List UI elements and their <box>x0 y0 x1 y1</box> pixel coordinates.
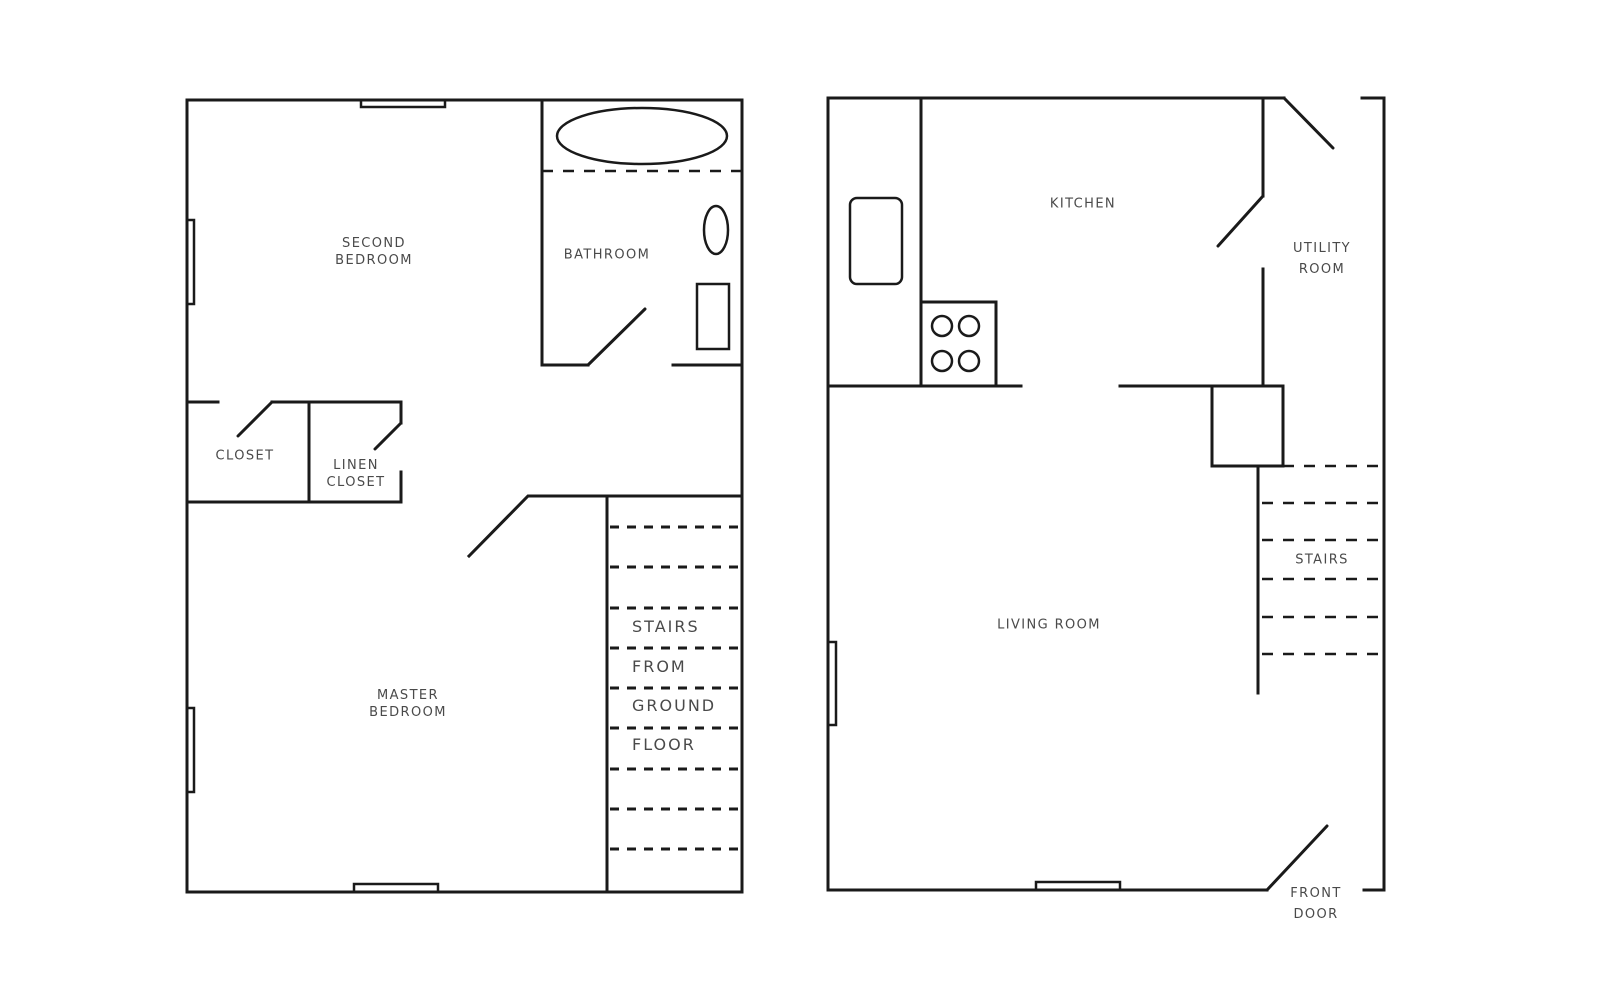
room-label-bathroom: BATHROOM <box>564 247 650 264</box>
utility-door-swing-icon <box>1282 96 1335 150</box>
label-line: LINEN <box>333 458 379 473</box>
label-line: LIVING ROOM <box>997 617 1101 633</box>
upper-floor-plan <box>185 98 744 894</box>
room-label-linen-closet: LINEN CLOSET <box>327 457 386 491</box>
room-label-second-bedroom: SECOND BEDROOM <box>335 235 413 269</box>
label-line: KITCHEN <box>1049 196 1117 212</box>
toilet-icon <box>695 282 731 351</box>
stairs-label-line-1: STAIRS <box>632 617 700 636</box>
window-left-upper-icon <box>185 218 196 306</box>
label-line: MASTER <box>377 688 439 703</box>
room-label-utility-room: UTILITY ROOM <box>1293 240 1351 278</box>
kitchen-sink-icon <box>848 196 904 286</box>
ground-floor-outer-wall-left <box>826 96 1286 892</box>
window-left-lower-icon <box>185 706 196 794</box>
label-line: FRONT <box>1290 886 1342 901</box>
label-line: DOOR <box>1293 907 1339 922</box>
closet-door-swing-icon <box>236 400 274 438</box>
window-bottom-icon <box>1034 880 1122 892</box>
window-top-icon <box>359 98 447 109</box>
label-line: SECOND <box>342 236 406 251</box>
hallway-walls <box>466 494 744 894</box>
front-door-swing-icon <box>1265 824 1329 892</box>
stairs-label-line-2: FROM <box>632 657 687 676</box>
stairs-label-line-4: FLOOR <box>632 735 696 754</box>
utility-door-swing-icon <box>1216 194 1265 248</box>
room-label-stairs: STAIRS <box>1295 552 1349 569</box>
ground-floor-outer-wall-right <box>1360 96 1386 892</box>
closet-walls <box>185 400 403 504</box>
room-label-master-bedroom: MASTER BEDROOM <box>369 687 447 721</box>
stove-icon <box>919 300 998 388</box>
front-door-label: FRONT DOOR <box>1290 885 1341 923</box>
room-label-living-room: LIVING ROOM <box>997 617 1101 634</box>
room-label-closet: CLOSET <box>216 448 275 465</box>
label-line: CLOSET <box>215 448 275 464</box>
bathroom-door-swing-icon <box>586 307 647 367</box>
linen-closet-door-swing-icon <box>373 421 403 451</box>
label-line: BEDROOM <box>335 253 413 268</box>
sink-icon <box>702 204 730 256</box>
window-bottom-icon <box>352 882 440 894</box>
room-label-kitchen: KITCHEN <box>1050 196 1116 213</box>
label-line: BATHROOM <box>563 247 651 263</box>
stair-closet-box <box>1210 384 1285 468</box>
label-line: STAIRS <box>1295 552 1349 568</box>
label-line: CLOSET <box>326 475 386 490</box>
label-line: UTILITY <box>1292 241 1352 256</box>
label-line: ROOM <box>1298 262 1346 277</box>
stairs-label-line-3: GROUND <box>632 696 717 715</box>
upper-stair-treads <box>610 525 740 851</box>
label-line: BEDROOM <box>369 705 447 720</box>
ground-floor-plan <box>826 96 1386 892</box>
bathtub-icon <box>555 106 729 166</box>
window-left-icon <box>826 640 838 727</box>
bathroom-walls <box>540 98 744 367</box>
